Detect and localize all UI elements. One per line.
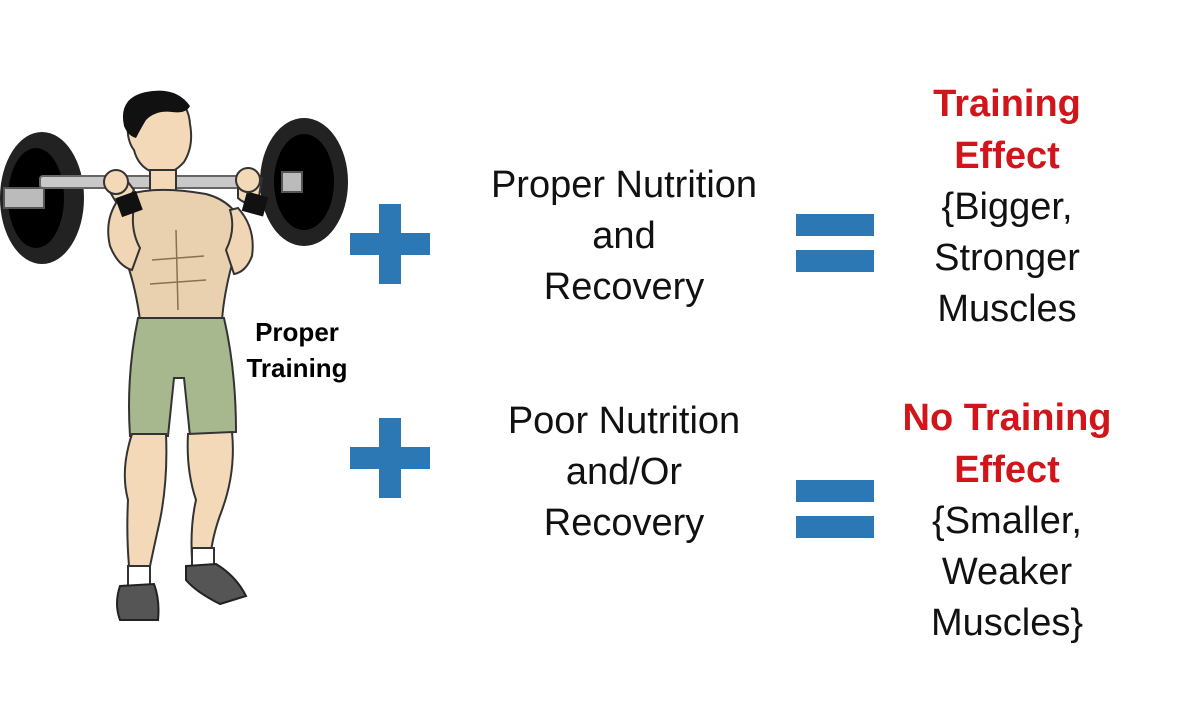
desc-line: {Smaller, bbox=[932, 500, 1082, 542]
caption-line: Training bbox=[246, 353, 348, 383]
heading-line: Effect bbox=[954, 135, 1060, 177]
caption-line: Proper bbox=[255, 317, 339, 347]
text-line: Recovery bbox=[543, 502, 705, 544]
desc-line: {Bigger, bbox=[941, 186, 1073, 228]
no-training-effect-result: No Training Effect {Smaller, Weaker Musc… bbox=[867, 392, 1147, 649]
figure-head bbox=[122, 90, 193, 175]
plus-icon bbox=[350, 204, 430, 284]
result-heading: Training Effect bbox=[867, 78, 1147, 182]
proper-training-caption: Proper Training bbox=[230, 314, 364, 386]
left-weight-plate bbox=[0, 132, 84, 264]
left-shoe bbox=[116, 582, 160, 621]
desc-line: Stronger bbox=[934, 237, 1080, 279]
training-effect-result: Training Effect {Bigger, Stronger Muscle… bbox=[867, 78, 1147, 335]
heading-line: Training bbox=[933, 83, 1081, 125]
right-weight-plate bbox=[260, 118, 348, 246]
heading-line: No Training bbox=[902, 397, 1112, 439]
right-shoe bbox=[185, 562, 248, 606]
poor-nutrition-text: Poor Nutrition and/Or Recovery bbox=[454, 396, 794, 549]
result-description: {Smaller, Weaker Muscles} bbox=[867, 496, 1147, 649]
result-heading: No Training Effect bbox=[867, 392, 1147, 496]
desc-line: Muscles bbox=[937, 288, 1077, 330]
weightlifter-illustration bbox=[0, 90, 348, 621]
text-line: Poor Nutrition bbox=[507, 400, 741, 442]
text-line: Proper Nutrition bbox=[490, 164, 758, 206]
desc-line: Weaker bbox=[941, 551, 1073, 593]
equals-icon bbox=[796, 214, 874, 272]
heading-line: Effect bbox=[954, 449, 1060, 491]
equals-icon bbox=[796, 480, 874, 538]
plus-icon bbox=[350, 418, 430, 498]
text-line: and bbox=[592, 215, 656, 257]
text-line: Recovery bbox=[543, 266, 705, 308]
desc-line: Muscles} bbox=[930, 602, 1084, 644]
figure-shorts bbox=[128, 317, 238, 438]
text-line: and/Or bbox=[565, 451, 683, 493]
result-description: {Bigger, Stronger Muscles bbox=[867, 182, 1147, 335]
proper-nutrition-text: Proper Nutrition and Recovery bbox=[454, 160, 794, 313]
